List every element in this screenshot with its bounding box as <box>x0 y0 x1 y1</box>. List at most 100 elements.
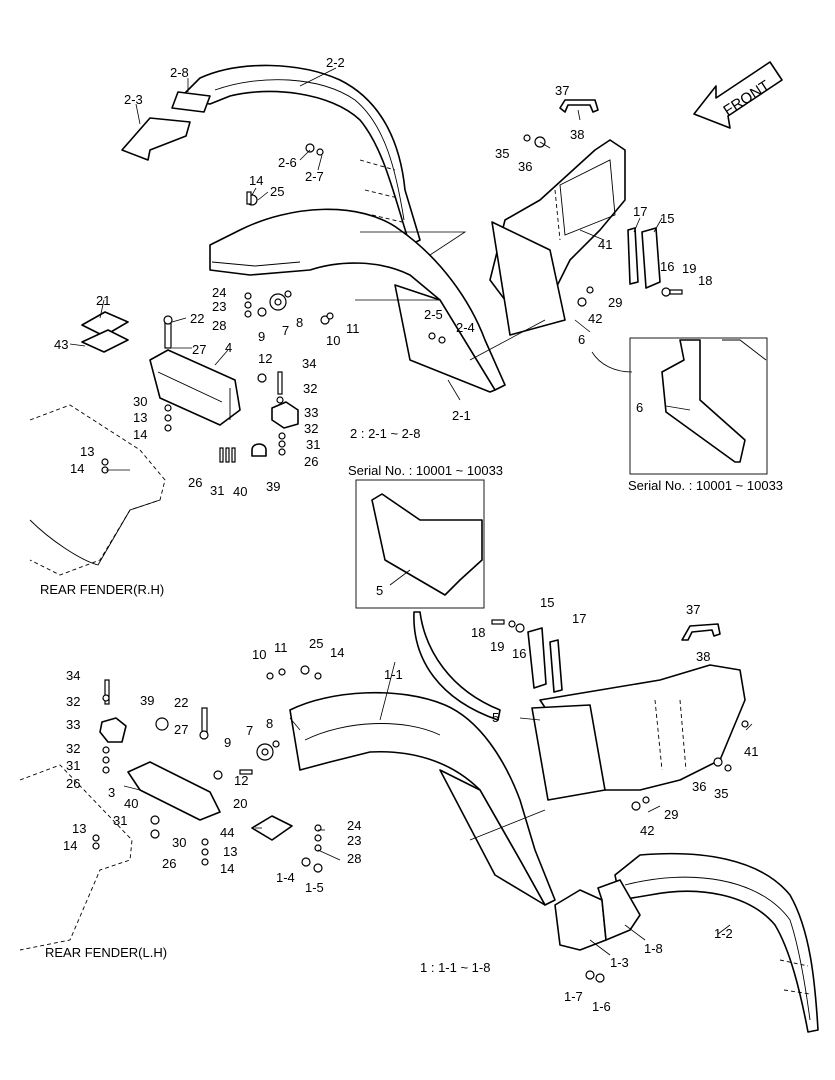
fender-lh-main <box>289 691 556 906</box>
callout-label: 10 <box>326 333 341 348</box>
callout-label: 32 <box>66 741 81 756</box>
callout-label: 2-7 <box>305 169 324 184</box>
callout-label: 15 <box>660 211 675 226</box>
callout-label: 21 <box>96 293 111 308</box>
caption-rear-fender-lh: REAR FENDER(L.H) <box>45 945 168 960</box>
callout-label: 41 <box>744 744 759 759</box>
callout-label: 29 <box>664 807 679 822</box>
hardware-rh-stay <box>523 134 683 307</box>
fender-stay-lh <box>531 664 746 801</box>
callout-label: 1-3 <box>610 955 629 970</box>
detail-box-serial-right <box>629 337 768 475</box>
fender-rh-top <box>177 64 421 246</box>
callout-label: 32 <box>303 381 318 396</box>
hardware-rh <box>101 143 446 474</box>
callout-label: 32 <box>304 421 319 436</box>
bracket-plate-20 <box>251 815 293 841</box>
callout-label: 24 <box>347 818 362 833</box>
callout-label: 1-4 <box>276 870 295 885</box>
fender-end-cap-rh <box>121 117 191 161</box>
callout-label: 17 <box>633 204 648 219</box>
caption-rear-fender-rh: REAR FENDER(R.H) <box>40 582 165 597</box>
handle-37-rh <box>559 99 599 113</box>
callout-label: 26 <box>188 475 203 490</box>
callout-label: 39 <box>140 693 155 708</box>
callout-label: 2-5 <box>424 307 443 322</box>
callout-label: 35 <box>495 146 510 161</box>
callout-label: 14 <box>63 838 78 853</box>
callout-label: 1-8 <box>644 941 663 956</box>
fender-lh-rear <box>614 852 819 1033</box>
callout-label: 11 <box>274 640 288 655</box>
callout-label: 26 <box>304 454 319 469</box>
callout-label: 14 <box>249 173 264 188</box>
handle-37-lh <box>681 623 721 641</box>
callout-label: 5 <box>492 710 500 725</box>
callout-label: 30 <box>172 835 187 850</box>
roller-7-rh <box>269 293 287 311</box>
bracket-plate-21 <box>81 311 129 353</box>
callout-label: 33 <box>66 717 81 732</box>
chassis-rh <box>29 404 166 576</box>
callout-label: 44 <box>220 825 235 840</box>
callout-label: 15 <box>540 595 555 610</box>
callout-label: 39 <box>266 479 281 494</box>
callout-label: 22 <box>174 695 189 710</box>
callout-label: 2-4 <box>456 320 475 335</box>
front-arrow-icon: FRONT <box>693 61 783 129</box>
callout-label: 25 <box>270 184 285 199</box>
callout-label: 41 <box>598 237 613 252</box>
callout-label: 5 <box>376 583 384 598</box>
callout-label: 42 <box>640 823 655 838</box>
callout-label: 34 <box>302 356 317 371</box>
callout-label: 19 <box>682 261 697 276</box>
callout-label: 27 <box>174 722 189 737</box>
callout-label: 28 <box>212 318 227 333</box>
callout-label: 14 <box>70 461 85 476</box>
callout-label: 11 <box>346 321 360 336</box>
callout-label: 36 <box>692 779 707 794</box>
callout-label: 13 <box>80 444 95 459</box>
callout-label: 7 <box>246 723 254 738</box>
callout-label: 38 <box>570 127 585 142</box>
callout-label: 12 <box>234 773 249 788</box>
hardware-lh <box>92 665 323 873</box>
callout-label: 23 <box>212 299 227 314</box>
callout-label: 26 <box>66 776 81 791</box>
callout-label: 33 <box>304 405 319 420</box>
caption-serial-right: Serial No. : 10001 ~ 10033 <box>628 478 784 493</box>
callout-label: 20 <box>233 796 248 811</box>
callout-label: 25 <box>309 636 324 651</box>
fender-front-extension-rh <box>171 91 211 113</box>
detail-arrow-right <box>591 351 633 373</box>
callout-label: 31 <box>113 813 128 828</box>
fender-stay-rh <box>489 139 626 336</box>
callout-label: 8 <box>296 315 304 330</box>
callout-label: 36 <box>518 159 533 174</box>
detail-box-serial-top <box>355 479 485 609</box>
callout-label: 40 <box>124 796 139 811</box>
callout-label: 2-3 <box>124 92 143 107</box>
callout-label: 18 <box>698 273 713 288</box>
callout-label: 34 <box>66 668 81 683</box>
callout-label: 3 <box>108 785 116 800</box>
knob-39-rh <box>251 443 267 457</box>
callout-label: 22 <box>190 311 205 326</box>
detail-arrow-mid <box>413 611 501 721</box>
callout-label: 10 <box>252 647 267 662</box>
fender-mount-bracket-3 <box>127 761 221 821</box>
callout-label: 18 <box>471 625 486 640</box>
roller-7-lh <box>256 743 274 761</box>
callout-label: 1-7 <box>564 989 583 1004</box>
bracket-15-17-rh <box>627 227 661 289</box>
callout-label: 14 <box>330 645 345 660</box>
callout-label: 26 <box>162 856 177 871</box>
callout-label: 2-1 <box>452 408 471 423</box>
callout-label: 7 <box>282 323 290 338</box>
callout-label: 37 <box>555 83 570 98</box>
spacer-33-rh <box>271 401 299 429</box>
callout-label: 30 <box>133 394 148 409</box>
callout-label: 40 <box>233 484 248 499</box>
callout-label: 13 <box>72 821 87 836</box>
